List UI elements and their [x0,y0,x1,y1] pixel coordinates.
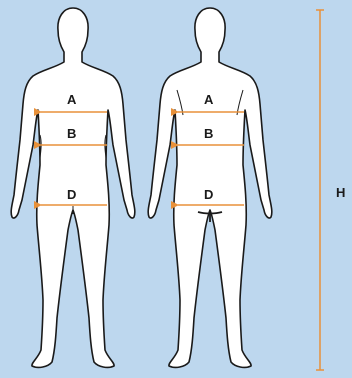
height-label-h: H [336,186,345,199]
back-label-b: B [204,127,213,140]
back-label-d: D [204,188,213,201]
front-label-d: D [67,188,76,201]
front-label-b: B [67,127,76,140]
back-label-a: A [204,93,213,106]
front-label-a: A [67,93,76,106]
